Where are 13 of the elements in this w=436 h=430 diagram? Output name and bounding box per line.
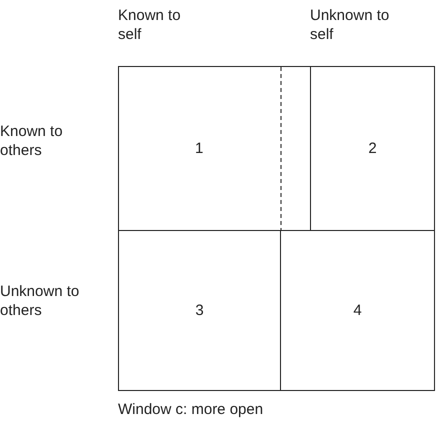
- quadrant-number: 2: [368, 140, 377, 157]
- column-heading: Known to self: [118, 6, 182, 44]
- quadrant-number: 4: [353, 302, 362, 319]
- caption: Window c: more open: [118, 400, 264, 419]
- quadrant-box: [118, 66, 311, 231]
- quadrant-number: 3: [195, 302, 204, 319]
- row-heading: Known to others: [0, 122, 64, 160]
- quadrant-box: [280, 230, 435, 391]
- quadrant-box: [310, 66, 435, 231]
- quadrant-number: 1: [195, 140, 204, 157]
- quadrant-box: [118, 230, 281, 391]
- row-heading: Unknown to others: [0, 282, 80, 320]
- column-heading: Unknown to self: [310, 6, 390, 44]
